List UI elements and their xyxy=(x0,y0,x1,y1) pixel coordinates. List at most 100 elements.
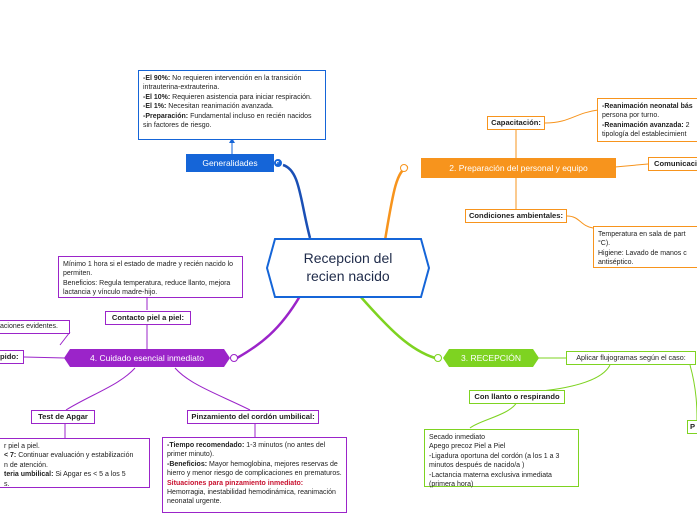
apgar-note-line-text: Si Apgar es < 5 a los 5 xyxy=(53,471,126,479)
generalidades-node[interactable]: Generalidades xyxy=(186,154,274,172)
pinzamiento-note-line-text: Hemorragia, inestabilidad hemodinámica, … xyxy=(167,489,336,506)
generalidades-note-line-bold: -Preparación: xyxy=(143,112,189,120)
pinzamiento-note-line-highlight: Situaciones para pinzamiento inmediato: xyxy=(167,479,304,487)
apgar-note-line-text: Continuar evaluación y estabilización xyxy=(16,452,134,460)
generalidades-note-line-bold: -El 1%: xyxy=(143,103,167,111)
apgar-note-line-text: r piel a piel. xyxy=(4,443,40,450)
apgar-note-line-text: n de atención. xyxy=(4,461,48,469)
generalidades-note-line-bold: -El 10%: xyxy=(143,93,171,101)
preparacion-node[interactable]: 2. Preparación del personal y equipo xyxy=(421,158,616,178)
ambientales-note-line: Temperatura en sala de part xyxy=(598,231,686,238)
central-title-line1: Recepcion del xyxy=(303,250,393,266)
capacitacion-note-line: tipología del establecimient xyxy=(602,130,697,139)
recepcion-label: 3. RECEPCIÓN xyxy=(461,353,521,363)
preparacion-label: 2. Preparación del personal y equipo xyxy=(449,163,588,173)
generalidades-note-line-text: Necesitan reanimación avanzada. xyxy=(166,103,274,111)
central-node[interactable]: Recepcion del recien nacido xyxy=(265,237,431,299)
flujogramas-node[interactable]: Aplicar flujogramas según el caso: xyxy=(566,351,696,365)
llanto-note-line: -Ligadura oportuna del cordón (a los 1 a… xyxy=(429,452,560,470)
llanto-note-line: Secado inmediato xyxy=(429,434,486,441)
capacitacion-note-line-text: persona por turno. xyxy=(602,112,660,120)
pinzamiento-note-line: Situaciones para pinzamiento inmediato: xyxy=(167,479,342,488)
llanto-label: Con llanto o respirando xyxy=(474,392,560,401)
recepcion-node[interactable]: 3. RECEPCIÓN xyxy=(443,349,539,367)
generalidades-note-line-text: Requieren asistencia para iniciar respir… xyxy=(170,93,312,101)
capacitacion-note-line-bold: -Reanimación avanzada: xyxy=(602,121,684,129)
comunicacion-label: Comunicaci xyxy=(654,159,697,168)
pinzamiento-node[interactable]: Pinzamiento del cordón umbilical: xyxy=(187,410,319,424)
recepcion-node-shape xyxy=(443,349,539,367)
capacitacion-note: -Reanimación neonatal bás persona por tur… xyxy=(597,98,697,142)
contacto-note-line: Mínimo 1 hora si el estado de madre y re… xyxy=(63,261,234,278)
generalidades-label: Generalidades xyxy=(202,158,258,168)
apgar-label: Test de Apgar xyxy=(38,412,88,421)
contacto-node[interactable]: Contacto piel a piel: xyxy=(105,311,191,325)
pinzamiento-note-line: Hemorragia, inestabilidad hemodinámica, … xyxy=(167,488,342,507)
generalidades-note-line: -El 10%: Requieren asistencia para inici… xyxy=(143,93,321,102)
ambientales-label: Condiciones ambientales: xyxy=(468,211,564,220)
flujogramas-label: Aplicar flujogramas según el caso: xyxy=(576,353,686,362)
generalidades-note-line: -El 1%: Necesitan reanimación avanzada. xyxy=(143,102,321,111)
recepcion-right-fragment[interactable]: P xyxy=(687,420,697,434)
comunicacion-node[interactable]: Comunicaci xyxy=(648,157,697,171)
generalidades-note-line: -El 90%: No requieren intervención en la… xyxy=(143,74,321,93)
apgar-node[interactable]: Test de Apgar xyxy=(31,410,95,424)
generalidades-collapse-dot[interactable] xyxy=(274,159,282,167)
llanto-note: Secado inmediato Apego precoz Piel a Pie… xyxy=(424,429,579,489)
apgar-note-line: teria umbilical: Si Apgar es < 5 a los 5 xyxy=(4,470,145,479)
contacto-note-line: Beneficios: Regula temperatura, reduce l… xyxy=(63,279,231,297)
central-node-shape xyxy=(265,238,431,298)
ambientales-note: Temperatura en sala de part °C). Higiene… xyxy=(593,226,697,268)
generalidades-note-line-bold: -El 90%: xyxy=(143,75,171,82)
capacitacion-note-line: -Reanimación avanzada: 2 xyxy=(602,121,697,130)
contacto-label: Contacto piel a piel: xyxy=(111,313,185,322)
recepcion-collapse-dot[interactable] xyxy=(434,354,442,362)
apgar-note-line: s. xyxy=(4,480,145,489)
rapido-fragment[interactable]: pido: xyxy=(0,350,24,364)
pinzamiento-note-line-bold: -Beneficios: xyxy=(167,460,208,468)
evidentes-fragment: aciones evidentes. xyxy=(0,320,70,334)
ambientales-note-line: °C). xyxy=(598,240,611,248)
apgar-note-line: n de atención. xyxy=(4,461,145,470)
cuidado-label: 4. Cuidado esencial inmediato xyxy=(90,353,204,363)
generalidades-note-line-text: No requieren intervención en la transici… xyxy=(143,75,302,92)
llanto-note-line: Apego precoz Piel a Piel xyxy=(429,443,506,451)
generalidades-note-line-text: Fundamental incluso en recién nacidos si… xyxy=(143,112,312,130)
apgar-note-line-text: s. xyxy=(4,480,10,488)
pinzamiento-note-line: -Beneficios: Mayor hemoglobina, mejores … xyxy=(167,460,342,479)
capacitacion-note-line-text: tipología del establecimient xyxy=(602,131,687,139)
pinzamiento-note-line: -Tiempo recomendado: 1-3 minutos (no ant… xyxy=(167,441,342,460)
llanto-node[interactable]: Con llanto o respirando xyxy=(469,390,565,404)
ambientales-note-line: antiséptico. xyxy=(598,259,634,267)
capacitacion-label: Capacitación: xyxy=(491,118,541,127)
evidentes-label: aciones evidentes. xyxy=(0,323,58,330)
capacitacion-note-line: persona por turno. xyxy=(602,111,697,120)
pinzamiento-note-line-text: Mayor hemoglobina, mejores reservas de h… xyxy=(167,460,342,478)
apgar-note-line-bold: < 7: xyxy=(4,452,17,460)
recepcion-right-fragment-label: P xyxy=(690,422,696,431)
cuidado-node-shape xyxy=(64,349,230,367)
apgar-note-line: < 7: Continuar evaluación y estabilizaci… xyxy=(4,451,145,460)
capacitacion-note-line-text: 2 xyxy=(683,121,690,129)
generalidades-note: -El 90%: No requieren intervención en la… xyxy=(138,70,326,140)
apgar-note-line: r piel a piel. xyxy=(4,442,145,451)
llanto-note-line: -Lactancia materna exclusiva inmediata (… xyxy=(429,471,552,489)
ambientales-node[interactable]: Condiciones ambientales: xyxy=(465,209,567,223)
contacto-note: Mínimo 1 hora si el estado de madre y re… xyxy=(58,256,243,298)
central-title-line2: recien nacido xyxy=(306,268,390,284)
apgar-note: r piel a piel.< 7: Continuar evaluación … xyxy=(0,438,150,488)
capacitacion-node[interactable]: Capacitación: xyxy=(487,116,545,130)
pinzamiento-label: Pinzamiento del cordón umbilical: xyxy=(191,412,315,421)
cuidado-node[interactable]: 4. Cuidado esencial inmediato xyxy=(64,349,230,367)
preparacion-collapse-dot[interactable] xyxy=(400,164,408,172)
cuidado-collapse-dot[interactable] xyxy=(230,354,238,362)
pinzamiento-note-line-text: 1-3 minutos (no antes del primer minuto)… xyxy=(167,442,326,459)
generalidades-note-line: -Preparación: Fundamental incluso en rec… xyxy=(143,112,321,131)
pinzamiento-note: -Tiempo recomendado: 1-3 minutos (no ant… xyxy=(162,437,347,513)
ambientales-note-line: Higiene: Lavado de manos c xyxy=(598,249,687,257)
pinzamiento-note-line-bold: -Tiempo recomendado: xyxy=(167,442,245,449)
capacitacion-note-line-bold: -Reanimación neonatal bás xyxy=(602,103,693,110)
capacitacion-note-line: -Reanimación neonatal bás xyxy=(602,102,697,111)
rapido-label: pido: xyxy=(0,352,19,361)
apgar-note-line-bold: teria umbilical: xyxy=(4,471,54,479)
